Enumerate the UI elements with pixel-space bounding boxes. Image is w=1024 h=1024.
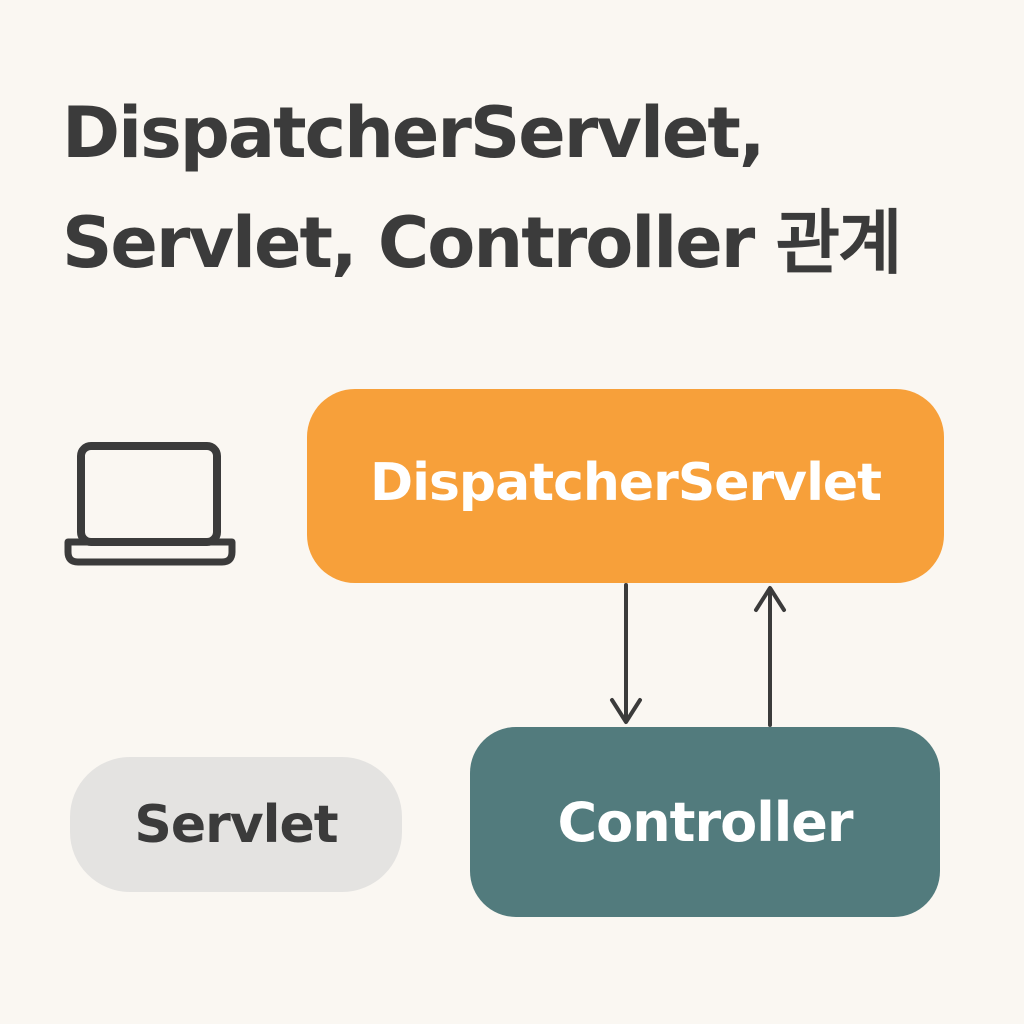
arrow-controller-to-dispatcher [754,586,786,727]
arrow-dispatcher-to-controller [610,583,642,724]
laptop-icon [64,442,236,566]
diagram-title: DispatcherServlet, Servlet, Controller 관… [62,78,1002,298]
laptop-screen [77,442,221,546]
dispatcher-servlet-node: DispatcherServlet [307,389,944,583]
controller-node: Controller [470,727,940,917]
laptop-base [64,538,236,566]
title-line-1: DispatcherServlet, [62,92,765,174]
servlet-node: Servlet [70,757,402,892]
title-line-2: Servlet, Controller 관계 [62,202,902,284]
